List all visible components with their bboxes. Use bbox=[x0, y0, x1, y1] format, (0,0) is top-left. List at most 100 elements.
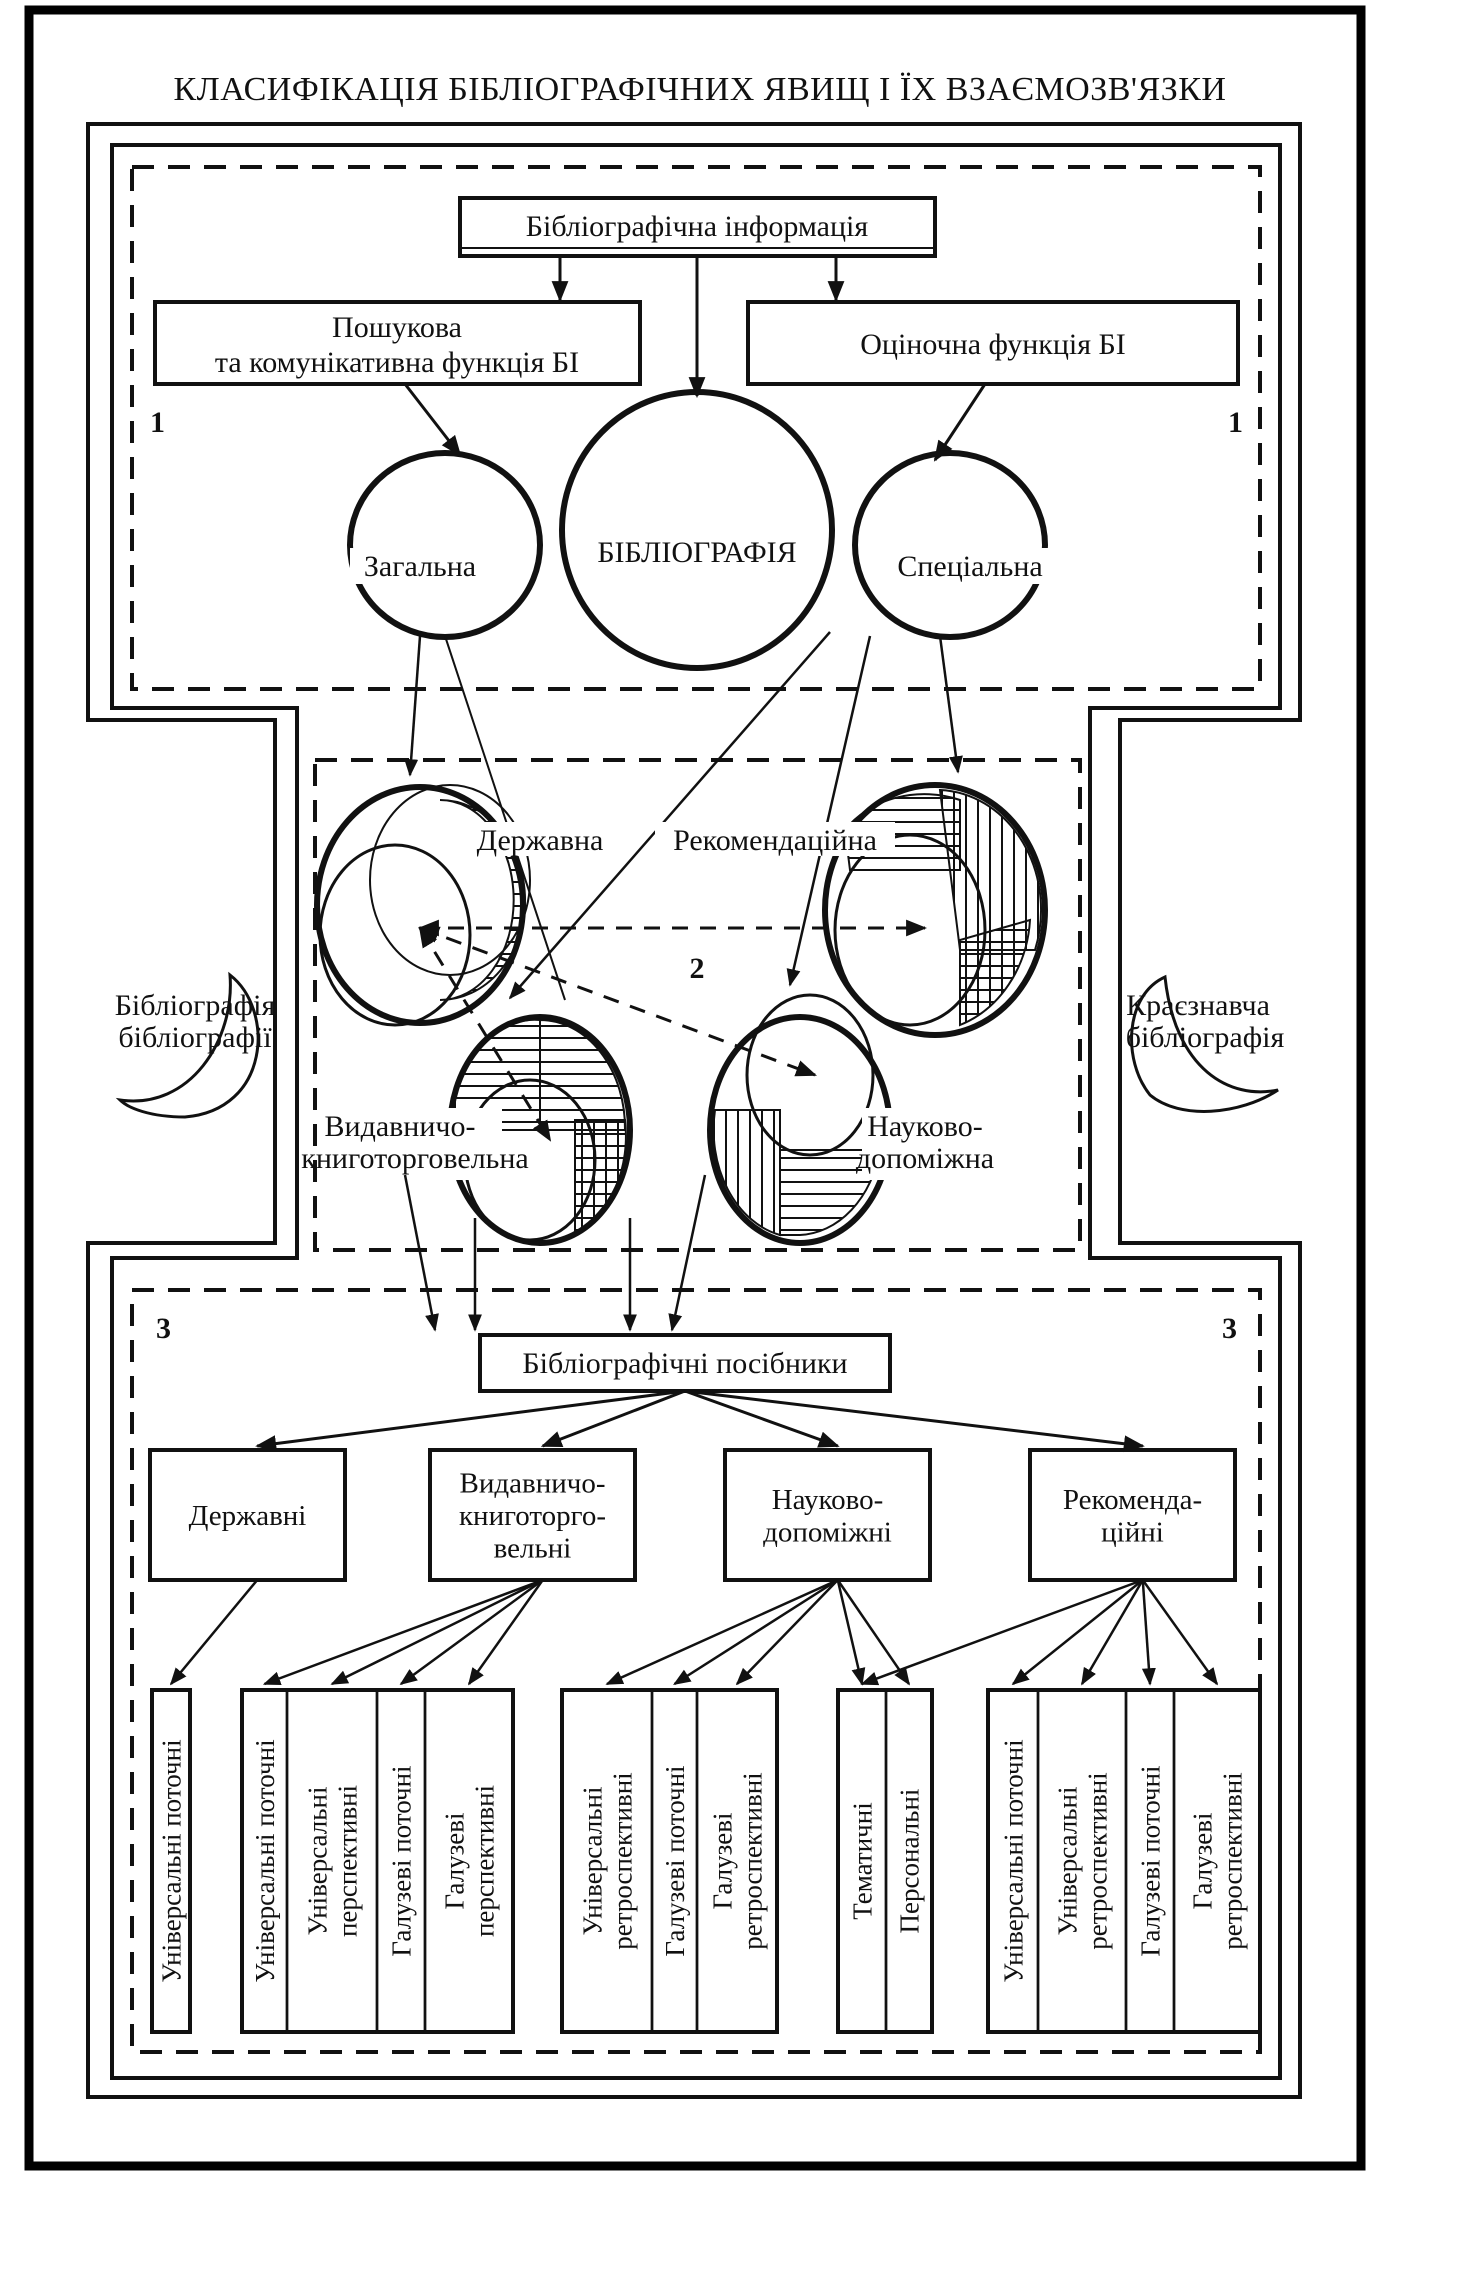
item-column: Персональні bbox=[884, 1688, 934, 2034]
item-label-line-2: перспективні bbox=[470, 1785, 500, 1937]
manuals-box-label: Бібліографічні посібники bbox=[522, 1347, 847, 1380]
bibliography-circle bbox=[559, 389, 835, 671]
section-3-number-left: 3 bbox=[156, 1312, 171, 1345]
item-column-frame bbox=[150, 1688, 192, 2034]
item-label-line-1: Галузеві поточні bbox=[1135, 1765, 1165, 1956]
special-bibliography-circle bbox=[852, 450, 1048, 640]
scientific-label-line-1: Науково- bbox=[867, 1110, 982, 1143]
arrow-category-to-item bbox=[735, 1579, 839, 1686]
category-label-line-2: книготорго- bbox=[459, 1500, 606, 1532]
item-column-group: Тематичні Персональні bbox=[836, 1688, 934, 2034]
recommendational-label: Рекомендаційна bbox=[673, 824, 877, 857]
arrow-category-to-item bbox=[467, 1579, 544, 1686]
arrow-category-to-item bbox=[1141, 1579, 1156, 1686]
item-label-line-1: Галузеві поточні bbox=[660, 1765, 690, 1956]
category-label-line-2: допоміжні bbox=[763, 1516, 892, 1548]
category-box: Видавничо-книготорго-вельні bbox=[428, 1448, 637, 1582]
category-label-line-1: Рекоменда- bbox=[1063, 1484, 1202, 1516]
item-label-line-2: ретроспективні bbox=[738, 1772, 768, 1949]
section-3-box bbox=[130, 1288, 1262, 2054]
category-label-line-2: ційні bbox=[1101, 1516, 1164, 1548]
section-1-box bbox=[130, 165, 1262, 691]
item-label-line-1: Персональні bbox=[894, 1789, 924, 1934]
arrow-manuals-to-category bbox=[684, 1389, 1145, 1453]
arrow-manuals-to-category bbox=[540, 1389, 686, 1448]
item-label-line-1: Універсальні bbox=[302, 1786, 332, 1935]
item-label-line-1: Галузеві поточні bbox=[386, 1765, 416, 1956]
side-right-line-1: Краєзнавча bbox=[1126, 989, 1270, 1022]
arrow-category-to-item bbox=[169, 1579, 259, 1686]
item-column-group: Універсальні поточні bbox=[150, 1688, 192, 2034]
arrow-category-to-item bbox=[1011, 1579, 1144, 1686]
arrow-special-to-recommendational bbox=[938, 635, 963, 774]
item-column-frame bbox=[695, 1688, 779, 2034]
section-2-box bbox=[313, 758, 1082, 1252]
arrow-manuals-to-category bbox=[684, 1389, 840, 1448]
item-label-line-1: Галузеві bbox=[439, 1812, 469, 1909]
item-column-frame bbox=[1172, 1688, 1262, 2034]
evaluation-function-box: Оціночна функція БІ bbox=[746, 300, 1240, 386]
general-label: Загальна bbox=[364, 550, 476, 583]
bibliography-label: БІБЛІОГРАФІЯ bbox=[597, 536, 796, 569]
side-right-line-2: бібліографія bbox=[1126, 1021, 1285, 1054]
section-1-number-right: 1 bbox=[1228, 406, 1243, 439]
category-box-frame bbox=[1028, 1448, 1237, 1582]
side-left-line-2: бібліографії bbox=[118, 1021, 272, 1054]
category-label-line-3: вельні bbox=[494, 1533, 572, 1565]
item-column: Галузеві поточні bbox=[375, 1688, 427, 2034]
item-column: Універсальні поточні bbox=[240, 1688, 289, 2034]
arrow-category-to-item bbox=[673, 1578, 839, 1686]
category-box-frame bbox=[723, 1448, 932, 1582]
category-box-frame bbox=[428, 1448, 637, 1582]
section-1-number-left: 1 bbox=[150, 406, 165, 439]
crescent-right-icon bbox=[1130, 974, 1279, 1113]
item-label-line-1: Універсальні bbox=[577, 1786, 607, 1935]
outline-inner bbox=[110, 143, 1282, 2080]
arrow-publishing-outer-to-manuals bbox=[403, 1174, 439, 1332]
search-function-line-2: та комунікативна функція БІ bbox=[215, 346, 579, 379]
arrow-manuals-to-category bbox=[255, 1389, 686, 1452]
state-bibliography-venn bbox=[314, 784, 531, 1027]
manuals-box: Бібліографічні посібники bbox=[478, 1333, 892, 1393]
item-label-line-1: Тематичні bbox=[847, 1802, 877, 1919]
item-label-line-1: Універсальні поточні bbox=[156, 1739, 186, 1982]
arrow-category-to-item bbox=[836, 1579, 911, 1686]
recommendational-bibliography-venn bbox=[822, 782, 1048, 1038]
info-box: Бібліографічна інформація bbox=[458, 196, 937, 258]
general-bibliography-circle bbox=[347, 450, 543, 640]
item-column-frame bbox=[884, 1688, 934, 2034]
section-2-number: 2 bbox=[690, 952, 705, 985]
item-column: Універсальні поточні bbox=[150, 1688, 192, 2034]
side-left-line-1: Бібліографія bbox=[115, 989, 276, 1022]
item-label-line-2: перспективні bbox=[333, 1785, 363, 1937]
section-3-number-right: 3 bbox=[1222, 1312, 1237, 1345]
item-label-line-1: Універсальні bbox=[1052, 1786, 1082, 1935]
arrow-category-to-item bbox=[1141, 1579, 1219, 1686]
category-label-line-1: Науково- bbox=[772, 1484, 884, 1516]
state-label: Державна bbox=[477, 824, 604, 857]
crescent-left-icon bbox=[115, 971, 260, 1119]
arrow-category-to-item bbox=[605, 1578, 839, 1686]
item-label-line-2: ретроспективні bbox=[608, 1772, 638, 1949]
item-label-line-1: Галузеві bbox=[1187, 1812, 1217, 1909]
arrow-special-to-publishing bbox=[508, 631, 831, 1000]
arrow-evaluation-to-special bbox=[933, 383, 987, 462]
item-label-line-1: Галузеві bbox=[707, 1812, 737, 1909]
dashed-arrow-state-publishing bbox=[418, 926, 552, 1142]
item-label-line-2: ретроспективні bbox=[1083, 1772, 1113, 1949]
publishing-label-line-2: книготорговельна bbox=[301, 1142, 528, 1175]
category-box-frame bbox=[148, 1448, 347, 1582]
scientific-label-line-2: допоміжна bbox=[856, 1142, 994, 1175]
item-column: Тематичні bbox=[836, 1688, 888, 2034]
item-label-line-1: Універсальні поточні bbox=[998, 1739, 1028, 1982]
category-box: Науково-допоміжні bbox=[723, 1448, 932, 1582]
arrow-scientific-outer-to-manuals bbox=[668, 1174, 707, 1332]
category-label-line-1: Видавничо- bbox=[460, 1468, 606, 1500]
